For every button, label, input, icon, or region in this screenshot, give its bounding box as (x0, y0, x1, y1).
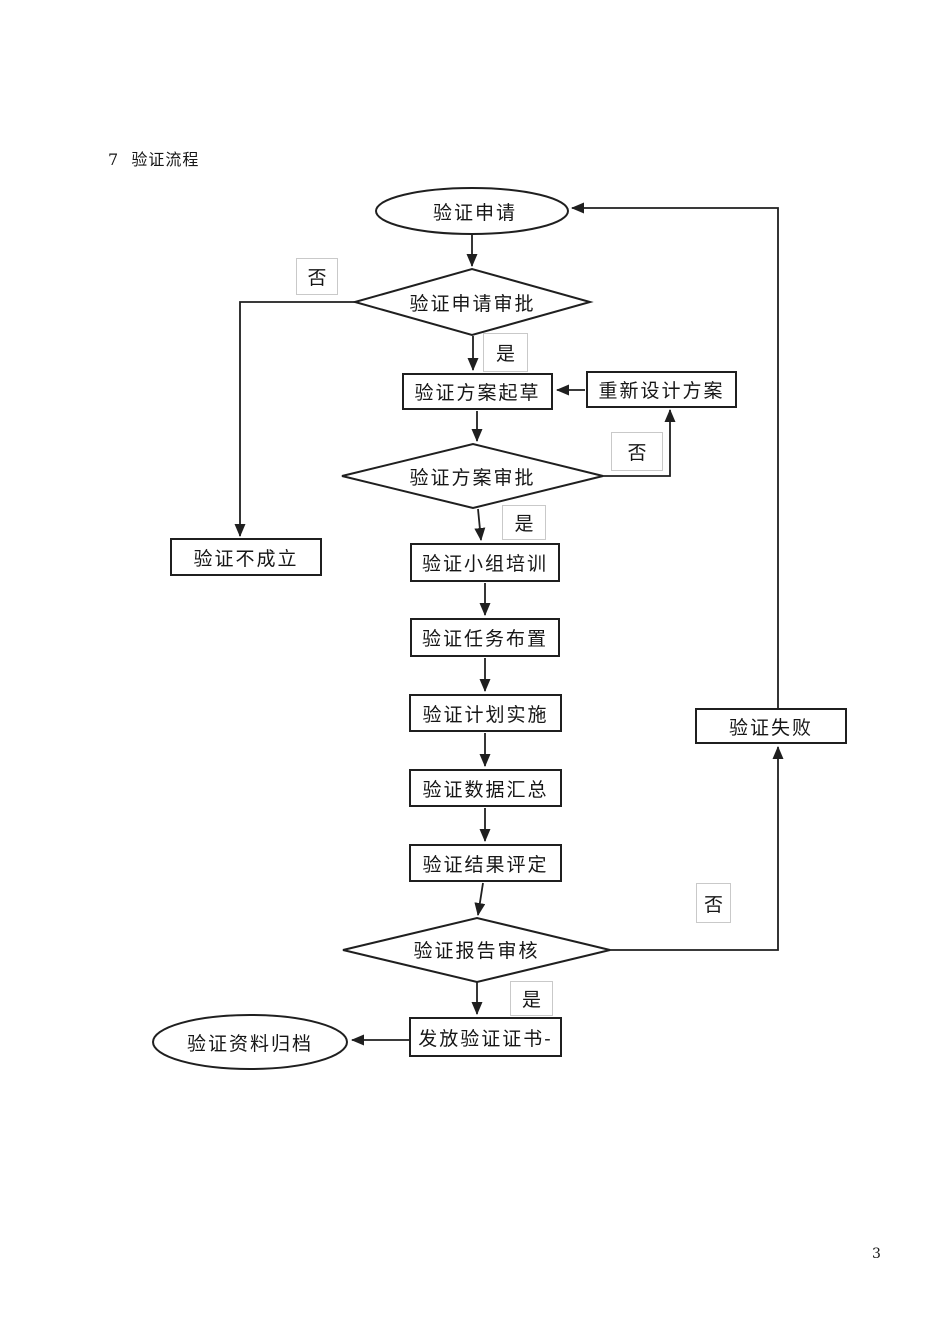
node-task-assign-label: 验证任务布置 (421, 628, 548, 650)
connector-report-review-no-to-fail (610, 746, 784, 951)
branch-label-yes-report-review: 是 (510, 981, 553, 1016)
connector-apply-review-no (234, 301, 355, 537)
connector-fail-to-start (571, 202, 779, 708)
branch-label-no-report-review: 否 (696, 883, 731, 923)
node-plan-implement-label: 验证计划实施 (422, 703, 549, 726)
node-start-ellipse (375, 187, 569, 235)
node-plan-draft: 验证方案起草 (402, 373, 553, 410)
node-plan-review-diamond (341, 442, 604, 510)
node-result-evaluate-label: 验证结果评定 (422, 853, 549, 876)
connector-evaluate-to-report-review (474, 882, 486, 916)
node-plan-draft-label: 验证方案起草 (414, 382, 541, 404)
node-team-training: 验证小组培训 (410, 543, 560, 582)
branch-label-no-apply-review: 否 (296, 258, 338, 295)
connector-plan-review-yes (474, 508, 486, 541)
node-data-summary-label: 验证数据汇总 (422, 778, 549, 801)
node-fail: 验证失败 (695, 708, 847, 744)
connector-plan-review-no (603, 409, 676, 477)
node-report-review-diamond (342, 916, 611, 984)
node-fail-label: 验证失败 (728, 716, 813, 739)
branch-label-yes-plan-review: 是 (502, 505, 546, 540)
node-issue-cert: 发放验证证书- (409, 1017, 562, 1057)
node-archive-ellipse (152, 1014, 348, 1070)
node-data-summary: 验证数据汇总 (409, 769, 562, 807)
node-team-training-label: 验证小组培训 (421, 553, 548, 575)
branch-label-no-plan-review: 否 (611, 432, 663, 471)
node-issue-cert-label: 发放验证证书- (418, 1027, 553, 1050)
branch-label-yes-apply-review: 是 (483, 333, 528, 372)
node-redesign-label: 重新设计方案 (598, 380, 725, 402)
page-number: 3 (872, 1246, 881, 1262)
node-not-established-label: 验证不成立 (193, 547, 299, 570)
node-apply-review-diamond (351, 267, 594, 337)
section-heading: 7 验证流程 (108, 150, 200, 169)
node-not-established: 验证不成立 (170, 538, 322, 576)
node-redesign: 重新设计方案 (586, 371, 737, 408)
node-plan-implement: 验证计划实施 (409, 694, 562, 732)
node-task-assign: 验证任务布置 (410, 618, 560, 657)
node-result-evaluate: 验证结果评定 (409, 844, 562, 882)
